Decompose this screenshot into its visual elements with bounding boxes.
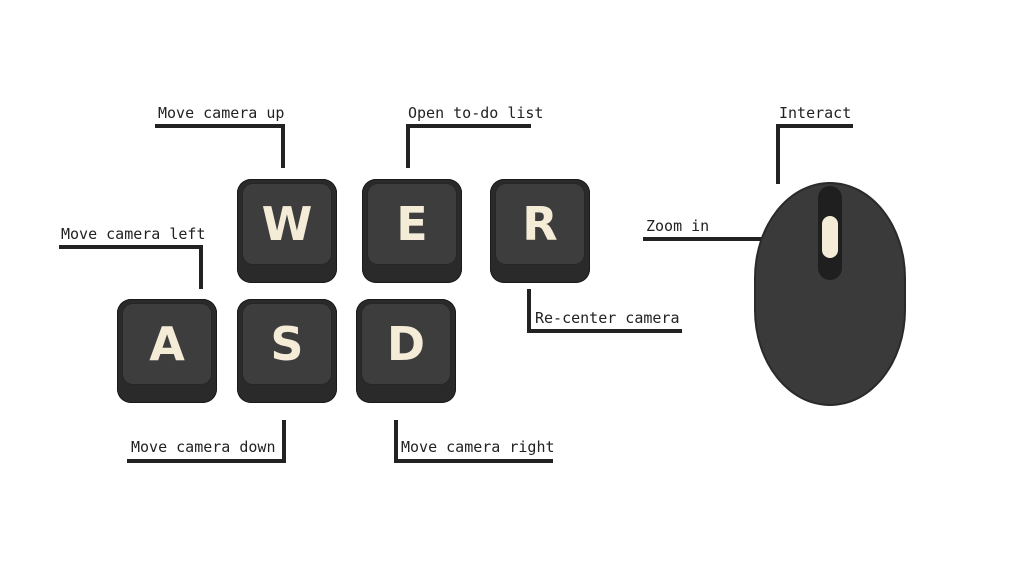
key-r[interactable]: R [490, 179, 590, 283]
line-move-left [59, 245, 203, 289]
key-s[interactable]: S [237, 299, 337, 403]
label-move-camera-right: Move camera right [401, 438, 555, 456]
line-move-up [155, 124, 285, 168]
line-move-right [394, 420, 553, 463]
key-s-letter: S [270, 317, 304, 371]
key-w[interactable]: W [237, 179, 337, 283]
label-move-camera-up: Move camera up [158, 104, 285, 122]
key-s-face: S [242, 303, 332, 385]
line-interact [776, 124, 853, 184]
key-d-letter: D [386, 317, 426, 371]
key-e[interactable]: E [362, 179, 462, 283]
key-a-face: A [122, 303, 212, 385]
key-e-letter: E [396, 197, 428, 251]
key-r-letter: R [522, 197, 558, 251]
label-move-camera-left: Move camera left [61, 225, 206, 243]
mouse-icon[interactable] [754, 182, 906, 406]
key-a-letter: A [149, 317, 185, 371]
label-open-todo-list: Open to-do list [408, 104, 544, 122]
line-move-down [127, 420, 286, 463]
scroll-wheel[interactable] [822, 216, 838, 258]
line-open-todo [406, 124, 531, 168]
label-re-center-camera: Re-center camera [535, 309, 680, 327]
key-r-face: R [495, 183, 585, 265]
label-zoom-in: Zoom in [646, 217, 710, 235]
key-w-face: W [242, 183, 332, 265]
key-a[interactable]: A [117, 299, 217, 403]
key-w-letter: W [261, 197, 313, 251]
line-recenter [527, 289, 682, 333]
key-d-face: D [361, 303, 451, 385]
key-d[interactable]: D [356, 299, 456, 403]
label-interact: Interact [779, 104, 852, 122]
label-move-camera-down: Move camera down [131, 438, 276, 456]
key-e-face: E [367, 183, 457, 265]
